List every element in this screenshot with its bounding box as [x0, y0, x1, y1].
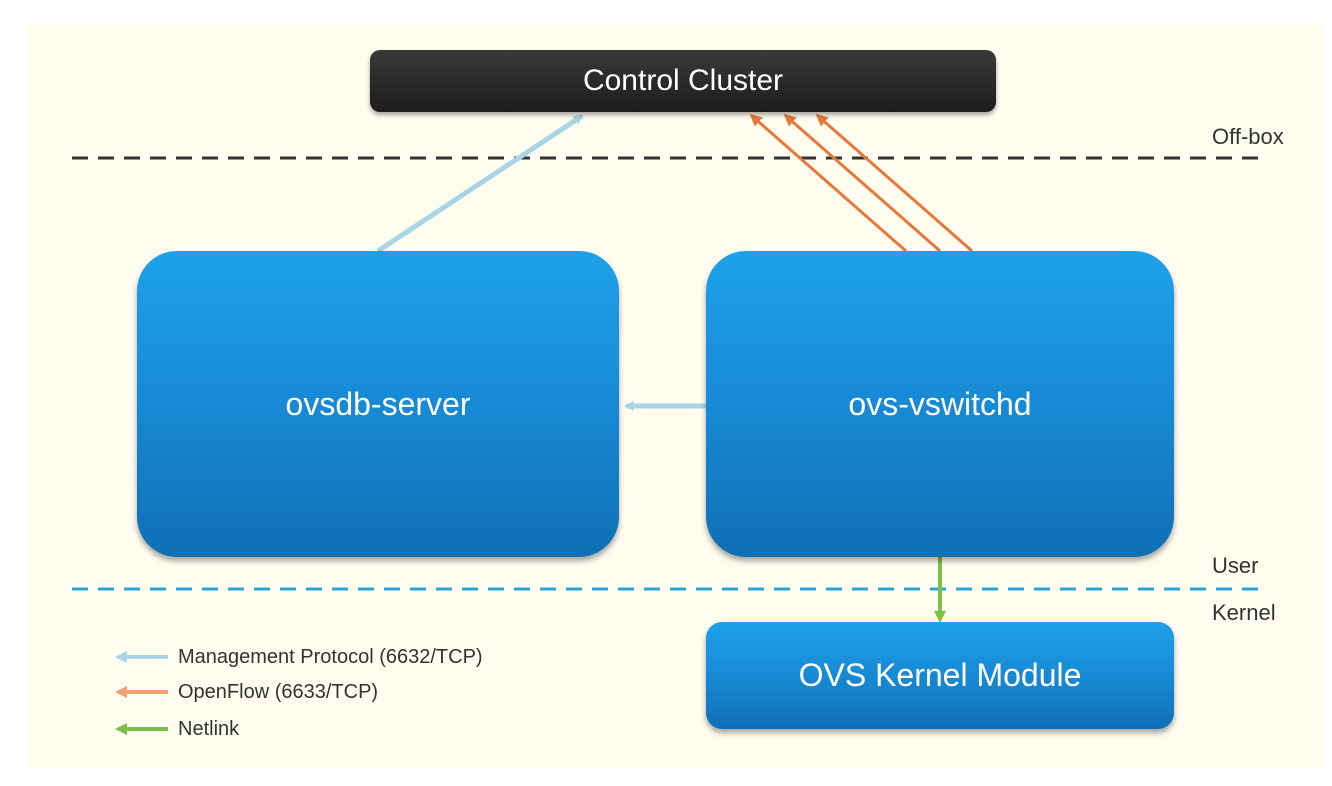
ovsdb-server-label: ovsdb-server — [285, 385, 471, 422]
management-arrow-to-control — [376, 113, 584, 254]
zone-label-kernel: Kernel — [1212, 600, 1276, 625]
legend-item-management: Management Protocol (6632/TCP) — [110, 645, 483, 669]
legend-item-openflow: OpenFlow (6633/TCP) — [110, 680, 378, 704]
legend-label-openflow: OpenFlow (6633/TCP) — [178, 680, 379, 703]
ovs-kernel-module-label: OVS Kernel Module — [798, 657, 1082, 693]
control-cluster-node: Control Cluster — [370, 50, 996, 112]
ovsdb-server-node: ovsdb-server — [137, 251, 619, 557]
legend-arrow-netlink — [115, 723, 168, 735]
ovs-vswitchd-node: ovs-vswitchd — [706, 251, 1174, 557]
legend-arrow-openflow — [115, 686, 168, 698]
legend-label-netlink: Netlink — [178, 717, 240, 740]
ovs-kernel-module-node: OVS Kernel Module — [706, 622, 1174, 729]
zone-label-offbox: Off-box — [1212, 124, 1284, 149]
control-cluster-label: Control Cluster — [582, 64, 784, 97]
openflow-arrow-1 — [749, 114, 907, 253]
legend-arrow-management — [115, 651, 168, 663]
zone-label-user: User — [1212, 553, 1259, 578]
legend-item-netlink: Netlink — [110, 717, 239, 741]
openflow-arrow-2 — [783, 114, 941, 253]
legend-label-management: Management Protocol (6632/TCP) — [178, 645, 483, 668]
ovs-vswitchd-label: ovs-vswitchd — [848, 385, 1032, 422]
openflow-arrow-3 — [815, 114, 973, 253]
